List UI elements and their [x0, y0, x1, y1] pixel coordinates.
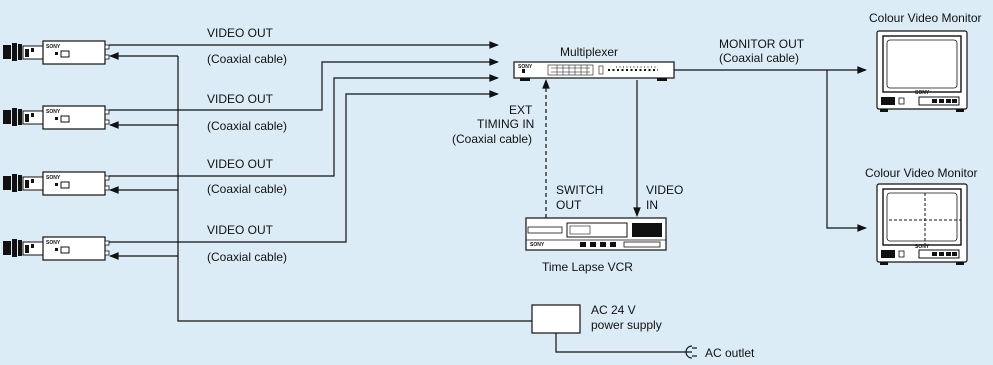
monitor-2-title: Colour Video Monitor [865, 166, 978, 180]
ac-cord [555, 333, 684, 353]
camera-4: SONY [2, 236, 110, 261]
coaxial-label-3: (Coaxial cable) [207, 182, 287, 196]
monitor-out-coaxial-label: (Coaxial cable) [719, 51, 799, 65]
switch-label: SWITCH [556, 183, 603, 197]
monitor-out-label: MONITOR OUT [719, 37, 805, 51]
multiplexer [513, 61, 675, 81]
ext-label: EXT [509, 103, 533, 117]
video-out-label-3: VIDEO OUT [207, 157, 274, 171]
monitor-1-title: Colour Video Monitor [869, 11, 982, 25]
video-in-label: IN [646, 198, 658, 212]
camera-1: SONY [2, 40, 110, 65]
monitor-2-brand: SONY [915, 244, 930, 250]
time-lapse-vcr [525, 217, 667, 251]
video-cable-3 [109, 74, 499, 177]
video-cable-4 [109, 90, 499, 243]
camera-3-brand: SONY [46, 175, 61, 181]
camera-3: SONY [2, 171, 110, 196]
camera-2: SONY [2, 105, 110, 130]
monitor-1-brand: SONY [915, 90, 930, 96]
colour-video-monitor-1 [876, 30, 968, 113]
coaxial-label-4: (Coaxial cable) [207, 250, 287, 264]
video-out-label-1: VIDEO OUT [207, 26, 274, 40]
video-out-label-2: VIDEO OUT [207, 92, 274, 106]
ac-power-supply [531, 304, 581, 334]
camera-4-brand: SONY [46, 240, 61, 246]
video-label: VIDEO [646, 183, 683, 197]
plug-icon [684, 345, 697, 359]
timing-in-label: TIMING IN [477, 117, 534, 131]
multiplexer-brand: SONY [518, 64, 533, 70]
camera-2-brand: SONY [46, 109, 61, 115]
power-bus [177, 56, 532, 322]
coaxial-label-1: (Coaxial cable) [207, 52, 287, 66]
camera-1-brand: SONY [46, 44, 61, 50]
power-supply-label: power supply [591, 318, 662, 332]
power-label: AC 24 V [591, 303, 636, 317]
multiplexer-title: Multiplexer [560, 45, 618, 59]
vcr-brand: SONY [530, 242, 545, 248]
switch-out-label: OUT [556, 198, 582, 212]
video-cable-2 [109, 58, 499, 111]
coaxial-label-2: (Coaxial cable) [207, 119, 287, 133]
ac-outlet-label: AC outlet [705, 346, 755, 360]
colour-video-monitor-2 [876, 183, 968, 266]
monitor-out-cable-2 [826, 70, 867, 232]
ext-coaxial-label: (Coaxial cable) [452, 132, 532, 146]
video-out-label-4: VIDEO OUT [207, 223, 274, 237]
vcr-title: Time Lapse VCR [542, 260, 633, 274]
